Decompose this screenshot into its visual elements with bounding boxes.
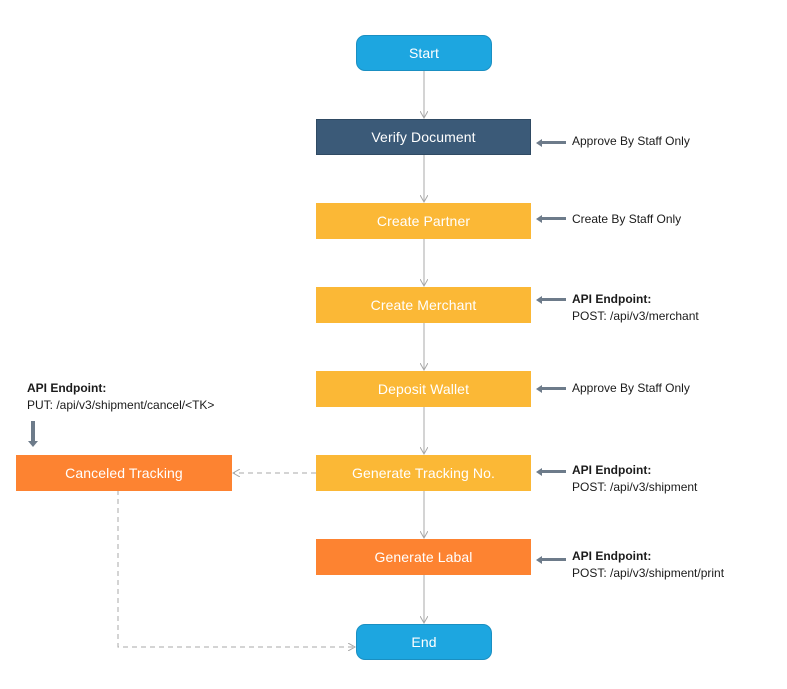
note-canceled-tracking: API Endpoint: PUT: /api/v3/shipment/canc… (27, 380, 214, 414)
generate-label-node[interactable]: Generate Labal (316, 539, 531, 575)
create-merchant-node[interactable]: Create Merchant (316, 287, 531, 323)
pointer-arrow-icon (536, 139, 542, 147)
pointer-arrow-shaft (542, 141, 566, 144)
note-create-merchant: API Endpoint: POST: /api/v3/merchant (572, 291, 699, 325)
note-canceled-tracking-endpoint: PUT: /api/v3/shipment/cancel/<TK> (27, 398, 215, 412)
verify-document-node[interactable]: Verify Document (316, 119, 531, 155)
pointer-arrow-icon (536, 556, 542, 564)
pointer-down-arrow-icon (28, 441, 38, 447)
note-generate-tracking: API Endpoint: POST: /api/v3/shipment (572, 462, 697, 496)
pointer-arrow-icon (536, 385, 542, 393)
connector-canceled-end (117, 490, 355, 647)
note-deposit-wallet-text: Approve By Staff Only (572, 381, 690, 395)
deposit-wallet-node[interactable]: Deposit Wallet (316, 371, 531, 407)
note-generate-tracking-endpoint: POST: /api/v3/shipment (572, 480, 698, 494)
note-create-partner: Create By Staff Only (572, 211, 681, 228)
note-verify-document-text: Approve By Staff Only (572, 134, 690, 148)
note-generate-label: API Endpoint: POST: /api/v3/shipment/pri… (572, 548, 724, 582)
pointer-down-shaft (31, 421, 35, 441)
generate-tracking-node[interactable]: Generate Tracking No. (316, 455, 531, 491)
note-generate-label-title: API Endpoint: (572, 549, 652, 563)
pointer-arrow-shaft (542, 387, 566, 390)
pointer-arrow-icon (536, 468, 542, 476)
note-canceled-tracking-title: API Endpoint: (27, 381, 107, 395)
pointer-arrow-shaft (542, 470, 566, 473)
pointer-arrow-icon (536, 215, 542, 223)
pointer-arrow-shaft (542, 217, 566, 220)
create-partner-node[interactable]: Create Partner (316, 203, 531, 239)
pointer-arrow-icon (536, 296, 542, 304)
canceled-tracking-node[interactable]: Canceled Tracking (16, 455, 232, 491)
note-create-partner-text: Create By Staff Only (572, 212, 682, 226)
start-node[interactable]: Start (356, 35, 492, 71)
note-create-merchant-endpoint: POST: /api/v3/merchant (572, 309, 699, 323)
note-verify-document: Approve By Staff Only (572, 133, 690, 150)
pointer-arrow-shaft (542, 298, 566, 301)
note-create-merchant-title: API Endpoint: (572, 292, 652, 306)
pointer-arrow-shaft (542, 558, 566, 561)
note-deposit-wallet: Approve By Staff Only (572, 380, 690, 397)
note-generate-tracking-title: API Endpoint: (572, 463, 652, 477)
note-generate-label-endpoint: POST: /api/v3/shipment/print (572, 566, 725, 580)
end-node[interactable]: End (356, 624, 492, 660)
